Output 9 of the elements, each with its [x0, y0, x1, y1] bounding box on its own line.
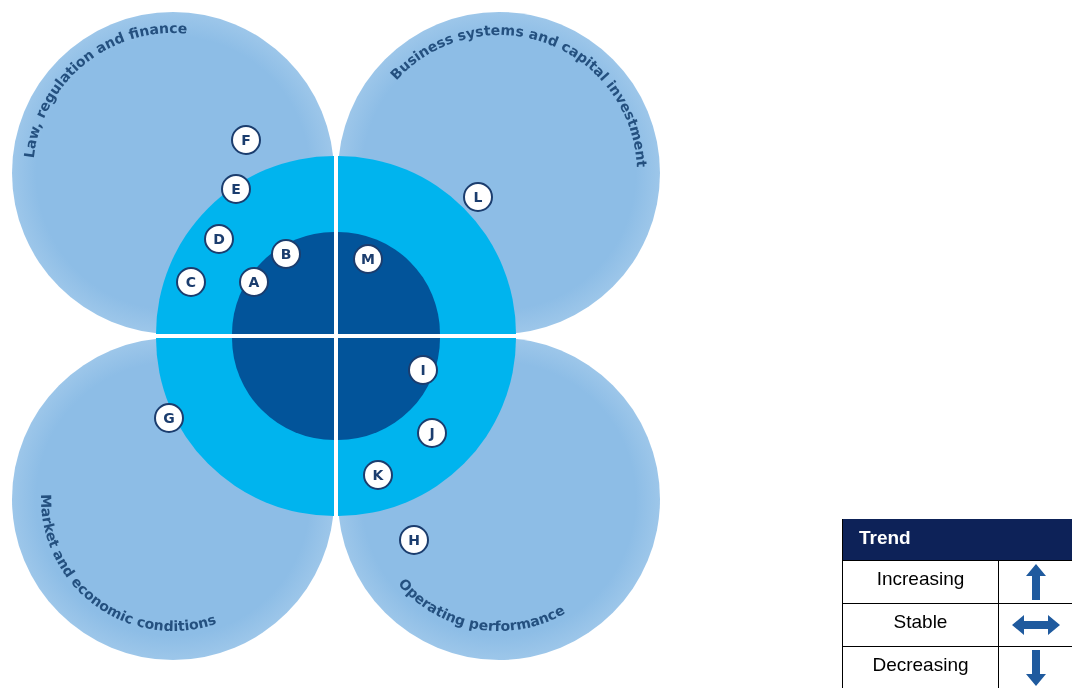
risk-marker: H [399, 525, 429, 555]
risk-marker: G [154, 403, 184, 433]
legend-label: Increasing [843, 561, 999, 604]
legend-label: Decreasing [843, 647, 999, 688]
risk-marker: L [463, 182, 493, 212]
risk-marker: E [221, 174, 251, 204]
risk-marker: F [231, 125, 261, 155]
legend-label: Stable [843, 604, 999, 647]
table-header: Trend [843, 519, 1072, 561]
